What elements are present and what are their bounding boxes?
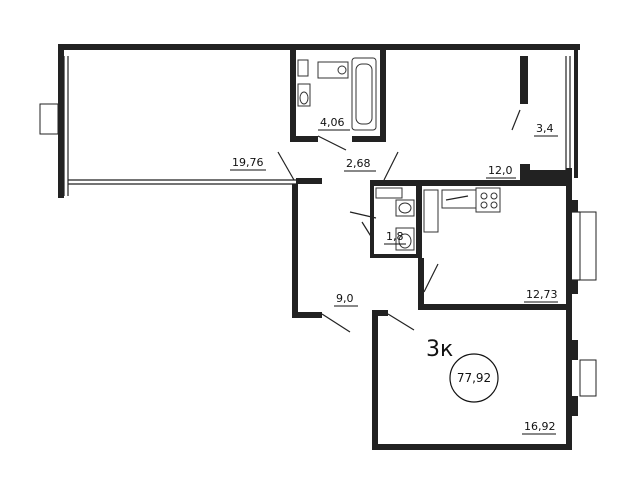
room-area-hall-upper: 2,68 (346, 157, 371, 170)
room-area-living: 19,76 (232, 156, 264, 169)
window-bedroom-mid (572, 211, 597, 281)
room-bathroom: 4,06 (318, 116, 350, 131)
outer-walls (58, 44, 580, 450)
room-wc: 1,8 (384, 230, 406, 245)
room-area-bedroom-low: 16,92 (524, 420, 556, 433)
stove (475, 187, 501, 213)
door-swings (277, 109, 521, 333)
wc-shelf (375, 187, 403, 199)
room-area-bedroom-mid: 12,73 (526, 288, 558, 301)
balcony-glazing (565, 56, 571, 170)
room-balcony: 3,4 (534, 122, 558, 137)
room-area-balcony: 3,4 (536, 122, 554, 135)
room-area-corridor: 9,0 (336, 292, 354, 305)
room-living: 19,76 (230, 156, 266, 171)
bathtub (351, 57, 377, 131)
apartment-type: 3к (426, 337, 453, 362)
room-bedroom-mid: 12,73 (524, 288, 558, 303)
room-area-wc: 1,8 (386, 230, 404, 243)
total-area-badge: 77,92 (449, 353, 499, 403)
window-living (39, 56, 69, 196)
toilet-bathroom (297, 83, 311, 107)
window-bedroom-low (579, 359, 597, 397)
washbasin (317, 61, 349, 79)
sink-wc (395, 199, 415, 217)
kitchen-counter (423, 189, 477, 233)
room-hall-upper: 2,68 (344, 157, 376, 172)
interior-walls (68, 50, 578, 416)
washing-machine (297, 59, 309, 77)
room-area-bathroom: 4,06 (320, 116, 345, 129)
room-bedroom-low: 16,92 (522, 420, 556, 435)
total-area: 77,92 (457, 371, 491, 385)
room-corridor: 9,0 (334, 292, 358, 307)
room-area-kitchen: 12,0 (488, 164, 513, 177)
room-kitchen: 12,0 (486, 164, 516, 179)
